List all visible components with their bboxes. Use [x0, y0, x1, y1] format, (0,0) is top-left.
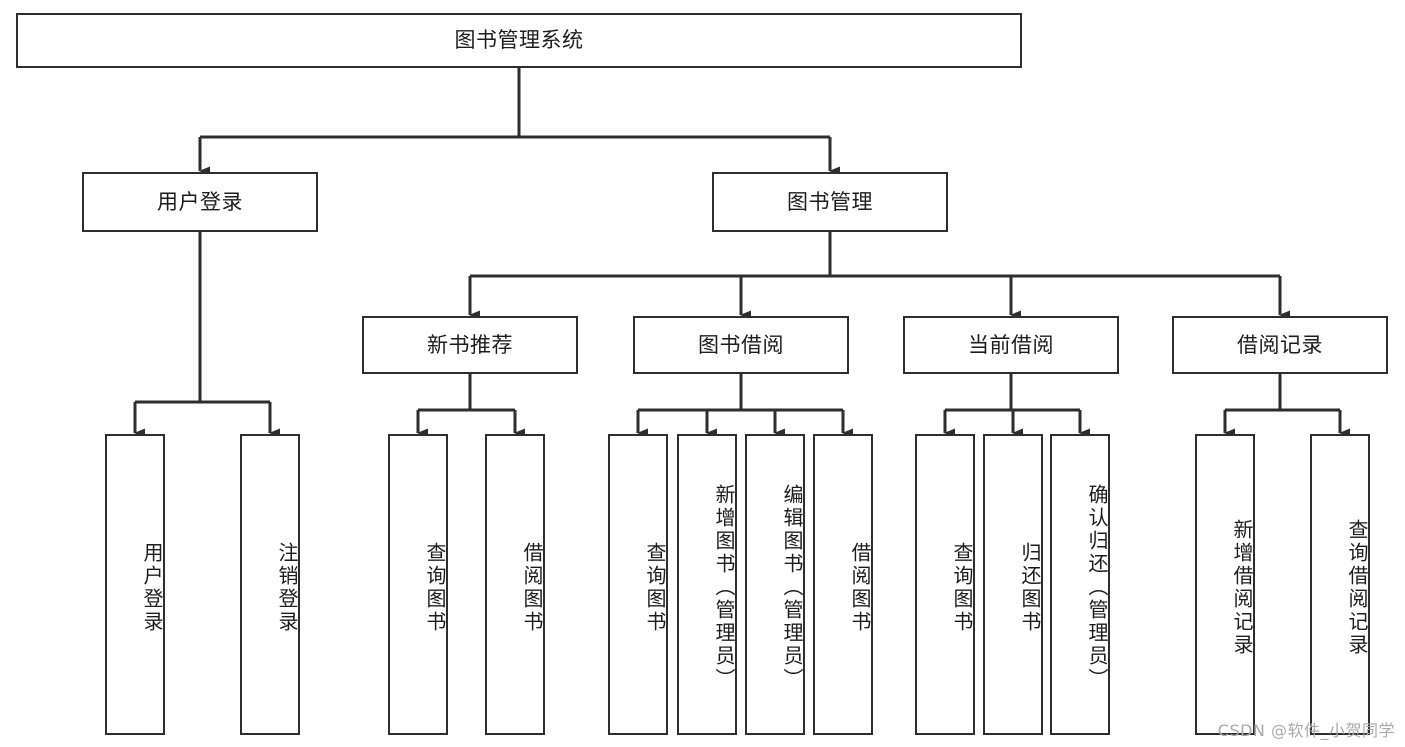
node-label: 新增图书（管理员）	[712, 484, 736, 691]
node-label: 查询图书	[643, 541, 667, 634]
node-label: 当前借阅	[968, 332, 1054, 357]
node-label: 注销登录	[275, 541, 299, 634]
node-label: 借阅记录	[1237, 332, 1323, 357]
node-user-login[interactable]: 用户登录	[82, 172, 318, 232]
node-label: 查询图书	[423, 541, 447, 634]
node-leaf-query-borrow-record[interactable]: 查询借阅记录	[1310, 434, 1370, 735]
node-label: 借阅图书	[848, 541, 872, 634]
node-label: 图书管理	[787, 189, 873, 214]
node-label: 用户登录	[140, 541, 164, 634]
node-label: 新书推荐	[427, 332, 513, 357]
node-label: 图书借阅	[698, 332, 784, 357]
node-label: 用户登录	[157, 189, 243, 214]
node-leaf-borrow-book[interactable]: 借阅图书	[813, 434, 873, 735]
node-borrow-record[interactable]: 借阅记录	[1172, 316, 1388, 374]
node-root-book-management-system[interactable]: 图书管理系统	[16, 13, 1022, 68]
node-leaf-add-book-admin[interactable]: 新增图书（管理员）	[677, 434, 737, 735]
node-leaf-return-book[interactable]: 归还图书	[983, 434, 1043, 735]
node-leaf-logout[interactable]: 注销登录	[240, 434, 300, 735]
node-leaf-user-login[interactable]: 用户登录	[105, 434, 165, 735]
node-label: 确认归还（管理员）	[1085, 484, 1109, 691]
node-new-book-recommend[interactable]: 新书推荐	[362, 316, 578, 374]
node-leaf-borrow-book-recommend[interactable]: 借阅图书	[485, 434, 545, 735]
node-leaf-add-borrow-record[interactable]: 新增借阅记录	[1195, 434, 1255, 735]
node-label: 查询借阅记录	[1345, 518, 1369, 657]
node-leaf-query-book-recommend[interactable]: 查询图书	[388, 434, 448, 735]
node-label: 新增借阅记录	[1230, 518, 1254, 657]
node-label: 归还图书	[1018, 541, 1042, 634]
node-current-borrow[interactable]: 当前借阅	[903, 316, 1119, 374]
node-label: 图书管理系统	[454, 28, 584, 53]
node-label: 查询图书	[950, 541, 974, 634]
node-label: 借阅图书	[520, 541, 544, 634]
node-label: 编辑图书（管理员）	[780, 484, 804, 691]
node-leaf-confirm-return-admin[interactable]: 确认归还（管理员）	[1050, 434, 1110, 735]
node-leaf-edit-book-admin[interactable]: 编辑图书（管理员）	[745, 434, 805, 735]
node-leaf-query-book-current[interactable]: 查询图书	[915, 434, 975, 735]
watermark: CSDN @软件_小贺同学	[1217, 721, 1395, 740]
node-book-borrow[interactable]: 图书借阅	[633, 316, 849, 374]
node-book-management[interactable]: 图书管理	[712, 172, 948, 232]
edges	[133, 68, 1350, 438]
node-leaf-query-book-borrow[interactable]: 查询图书	[608, 434, 668, 735]
